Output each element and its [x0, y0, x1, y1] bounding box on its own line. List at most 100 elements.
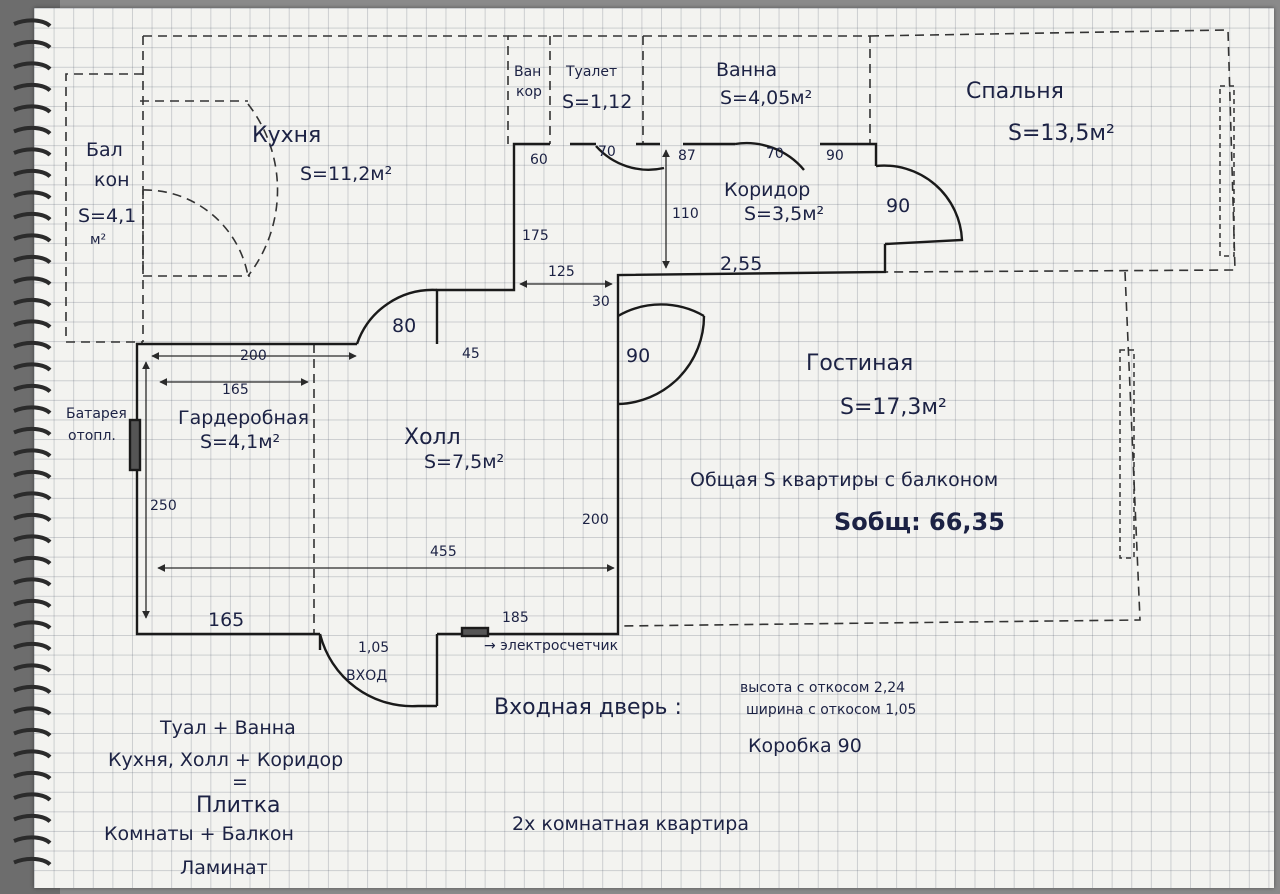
kitchen-outline — [143, 35, 509, 144]
width-note: ширина с откосом 1,05 — [746, 702, 916, 718]
binding-ring — [13, 426, 52, 437]
dim-30: 30 — [592, 294, 610, 310]
bath-name: Ванна — [716, 59, 777, 81]
legend-line-2: Кухня, Холл + Коридор — [108, 749, 343, 771]
binding-ring — [13, 792, 52, 802]
dim-90-top: 90 — [826, 148, 844, 164]
electric-meter — [460, 626, 490, 638]
binding-ring — [13, 61, 52, 71]
binding-ring — [13, 856, 52, 867]
dim-255: 2,55 — [720, 253, 762, 275]
bedroom-outline — [869, 29, 1236, 273]
binding-ring — [13, 555, 52, 566]
dim-60: 60 — [530, 152, 548, 168]
dim-200-top: 200 — [240, 348, 267, 364]
binding-ring — [13, 383, 52, 394]
corridor-bottom — [616, 244, 887, 290]
binding-ring — [13, 82, 52, 93]
binding-ring — [13, 362, 52, 372]
balcony-outline — [65, 73, 143, 343]
binding-ring — [13, 770, 52, 781]
dim-87: 87 — [678, 148, 696, 164]
hall-right-wall — [437, 290, 620, 636]
binding-ring — [13, 190, 52, 200]
dimension-lines — [142, 149, 670, 619]
dashed-outlines — [65, 29, 1236, 634]
balcony-name-2: кон — [94, 169, 130, 191]
binding-ring — [13, 577, 52, 587]
bedroom-area: S=13,5м² — [1008, 121, 1115, 146]
balcony-area-1: S=4,1 — [78, 205, 136, 227]
hall-name: Холл — [404, 425, 461, 450]
legend-eq: = — [232, 771, 248, 793]
total-area-title: Общая S квартиры с балконом — [690, 469, 998, 491]
binding-ring — [13, 405, 52, 415]
binding-ring — [13, 727, 52, 738]
bedroom-name: Спальня — [966, 79, 1064, 104]
dim-165-top: 165 — [222, 382, 249, 398]
toilet-name: Туалет — [565, 64, 617, 80]
bath-door — [734, 141, 805, 171]
dim-90-door: 90 — [886, 195, 910, 217]
binding-ring — [13, 663, 52, 673]
kitchen-left — [142, 36, 250, 277]
dim-185: 185 — [502, 610, 529, 626]
apartment-type: 2х комнатная квартира — [512, 813, 749, 835]
binding-ring — [13, 211, 52, 222]
binding-ring — [13, 297, 52, 308]
dim-105: 1,05 — [358, 640, 389, 656]
bathroom-corridor-1: Ван — [514, 64, 541, 80]
corridor-area: S=3,5м² — [744, 203, 824, 225]
door-80 — [355, 288, 438, 345]
dim-200-right: 200 — [582, 512, 609, 528]
bedroom-window — [1219, 85, 1235, 257]
binding-ring — [13, 598, 52, 609]
walls — [128, 85, 1235, 708]
hall-area: S=7,5м² — [424, 451, 504, 473]
frame-note: Коробка 90 — [748, 735, 862, 757]
dim-90-living: 90 — [626, 345, 650, 367]
living-outline — [619, 271, 1141, 627]
outer-wall — [135, 342, 357, 636]
binding-ring — [13, 18, 52, 28]
corridor-door-90 — [875, 164, 964, 246]
room-labels: Кухня S=11,2м² Бал кон S=4,1 м² Ван кор … — [78, 59, 1115, 473]
bathroom-corridor-2: кор — [516, 84, 542, 100]
entrance-door — [318, 633, 437, 708]
binding-ring — [13, 813, 52, 824]
dim-455: 455 — [430, 544, 457, 560]
binding-ring — [13, 39, 52, 50]
binding-ring — [13, 641, 52, 652]
radiator — [128, 418, 142, 472]
binding-ring — [13, 620, 52, 630]
binding-ring — [13, 835, 52, 845]
dim-165-bottom: 165 — [208, 609, 244, 631]
binding-ring — [13, 233, 52, 243]
total-area-value: Sобщ: 66,35 — [834, 508, 1005, 536]
legend-line-4: Комнаты + Балкон — [104, 823, 294, 845]
graph-paper — [34, 8, 1274, 888]
entry-door-label: Входная дверь : — [494, 695, 682, 720]
binding-ring — [13, 749, 52, 759]
binding-ring — [13, 534, 52, 544]
living-area: S=17,3м² — [840, 395, 947, 420]
dim-175: 175 — [522, 228, 549, 244]
radiator-label-1: Батарея — [66, 406, 127, 422]
hall-top-wall — [435, 142, 550, 344]
dim-70a: 70 — [598, 144, 616, 160]
wardrobe-name: Гардеробная — [178, 407, 309, 429]
notes: Батарея отопл. ВХОД → электросчетчик Общ… — [66, 406, 1005, 835]
living-window — [1119, 349, 1135, 559]
binding-ring — [13, 448, 52, 458]
binding-ring — [13, 469, 52, 480]
legend-line-3: Плитка — [196, 793, 281, 818]
corridor-walls3 — [820, 142, 878, 166]
meter-label: → электросчетчик — [484, 638, 618, 654]
radiator-label-2: отопл. — [68, 428, 116, 444]
dim-125: 125 — [548, 264, 575, 280]
binding-ring — [13, 254, 52, 265]
spiral-binding — [13, 18, 52, 867]
kitchen-door-swing — [247, 103, 279, 277]
binding-ring — [13, 104, 52, 114]
corridor-name: Коридор — [724, 179, 810, 201]
